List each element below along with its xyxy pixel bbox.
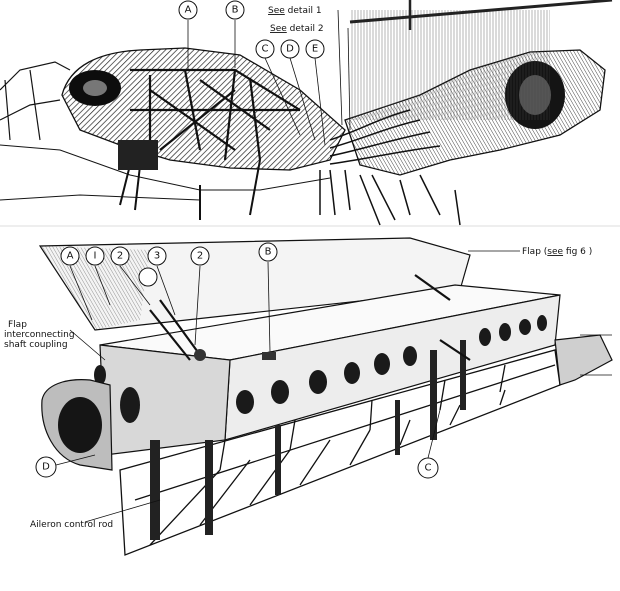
svg-text:2: 2 [117,251,123,262]
svg-text:A: A [185,5,192,16]
bottom-illustration: A I 2 3 2 B C D [4,237,613,556]
aileron-stub [554,334,613,386]
cockpit-canopy-outline [0,61,71,141]
callout-bottom-I: I [85,246,105,266]
wing-panel-background [350,10,550,120]
svg-text:I: I [94,251,97,262]
shaft-coupling-joint [194,349,206,361]
landing-gear-block [118,140,158,170]
inboard-rib-opening [58,397,102,453]
svg-text:D: D [286,44,294,55]
svg-text:B: B [265,247,272,258]
note-see-detail-2: See detail 2 [270,24,324,34]
flap-hatching [40,246,150,330]
svg-text:Flap (see fig 6 ): Flap (see fig 6 ) [522,247,592,257]
flap-hinge-brackets [149,274,471,361]
svg-text:3: 3 [154,251,160,262]
spar-box-left [99,344,231,456]
bracket-B [262,352,276,360]
svg-text:A: A [67,251,74,262]
fuselage-outline [0,144,331,201]
pipe-bundle [319,109,461,226]
callout-bottom-C: C [417,457,439,479]
rib-posts [150,340,466,540]
callout-bottom-A: A [60,246,80,266]
svg-text:C: C [262,44,269,55]
svg-text:E: E [312,44,318,55]
label-flap-interconnecting-shaft-coupling: Flap interconnecting shaft coupling [4,320,75,350]
callout-top-E: E [305,39,325,59]
svg-text:interconnecting: interconnecting [4,330,75,340]
callout-bottom-B: B [258,242,278,262]
bottom-leader-lines [55,250,612,523]
svg-text:C: C [425,463,432,474]
svg-text:See detail 2: See detail 2 [270,24,324,34]
callout-bottom-2b: 2 [190,246,210,266]
lightening-holes [94,315,547,423]
svg-text:2: 2 [197,251,203,262]
callout-bottom-D: D [35,456,57,478]
callout-top-B: B [225,0,245,20]
callout-bottom-2a: 2 [110,246,130,266]
label-flap: Flap (see fig 6 ) [522,247,592,257]
callout-bottom-blank [138,267,158,287]
svg-text:D: D [42,462,50,473]
propeller-blade [349,0,613,24]
top-leader-lines [187,9,351,146]
svg-text:B: B [232,5,239,16]
top-illustration: A B C D E See detail 1 See detail 2 [0,0,613,226]
callout-bottom-3: 3 [147,246,167,266]
label-aileron-control-rod: Aileron control rod [30,520,113,530]
svg-text:Flap: Flap [8,320,27,330]
strut-frame [130,68,301,161]
fairing-opening-inner [83,80,107,96]
callout-top-C: C [255,39,275,59]
callout-top-D: D [280,39,300,59]
svg-text:Aileron control rod: Aileron control rod [30,520,113,530]
callout-top-A: A [178,0,198,20]
svg-text:See detail 1: See detail 1 [268,6,322,16]
note-see-detail-1: See detail 1 [268,6,322,16]
svg-text:shaft coupling: shaft coupling [4,340,68,350]
